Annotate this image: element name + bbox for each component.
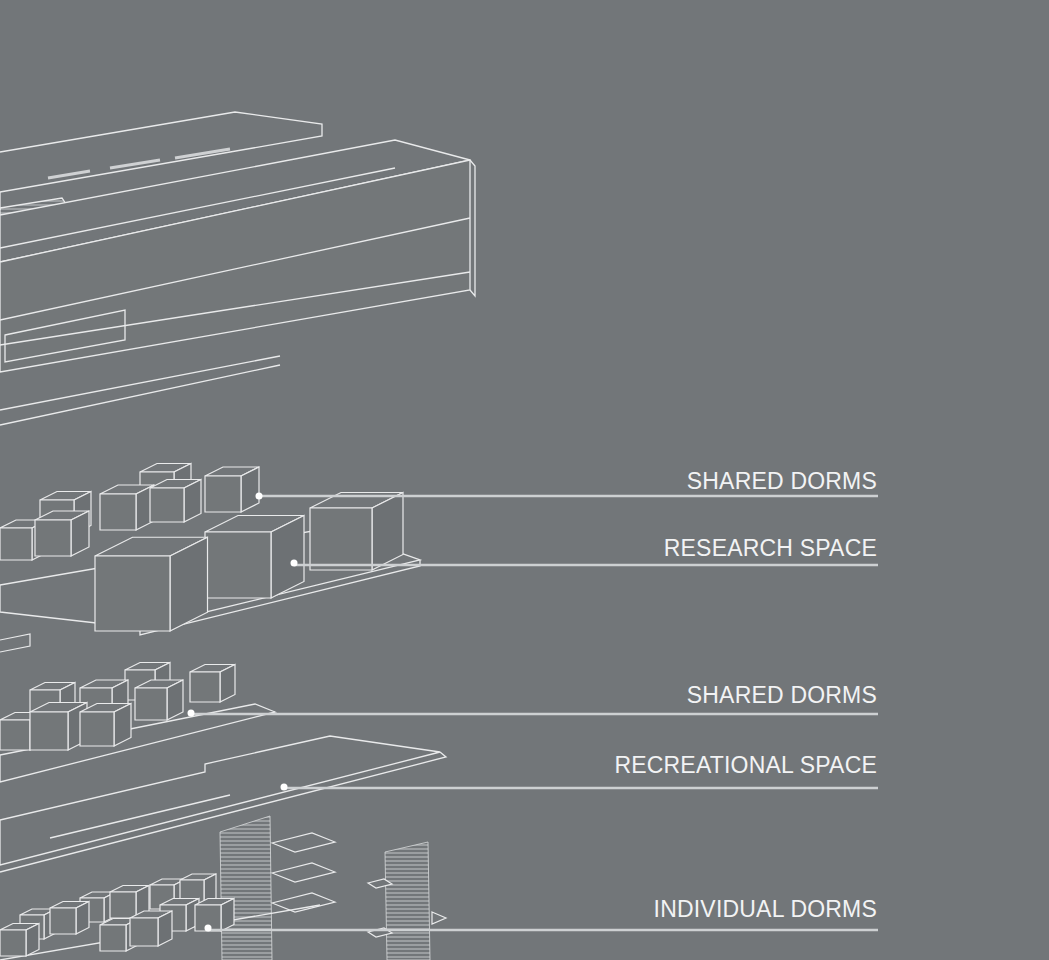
research-floor [100, 485, 154, 530]
research-floor [95, 537, 208, 631]
callout-label: INDIVIDUAL DORMS [654, 898, 877, 921]
individual-dorm-floor [195, 899, 234, 932]
roof-building [470, 160, 475, 296]
roof-building [0, 160, 470, 372]
individual-dorm-floor [368, 879, 446, 937]
individual-dorm-floor [0, 924, 39, 957]
individual-dorm-floor [0, 816, 446, 960]
leader-lines [294, 564, 878, 567]
research-floor [0, 464, 420, 653]
individual-dorm-floor [0, 905, 320, 960]
recreation-floor [50, 795, 230, 838]
research-floor [205, 467, 259, 512]
dorm-floor [190, 665, 235, 703]
individual-dorm-floor [272, 833, 335, 912]
callout-label: RECREATIONAL SPACE [614, 754, 877, 777]
leader-dots [256, 493, 263, 500]
callout-label: RESEARCH SPACE [664, 537, 877, 560]
leader-lines [259, 495, 878, 498]
leader-lines [191, 713, 878, 716]
leader-dots [205, 925, 212, 932]
callout-label: SHARED DORMS [687, 470, 877, 493]
leader-dots [188, 710, 195, 717]
roof-building [48, 149, 230, 178]
roof-building [0, 272, 470, 345]
individual-dorm-floor [220, 816, 272, 960]
research-floor [0, 634, 30, 652]
individual-dorm-floor [50, 902, 89, 935]
roof-building [0, 112, 475, 425]
callout-label: SHARED DORMS [687, 684, 877, 707]
dorm-floor [135, 680, 183, 720]
roof-building [0, 356, 280, 425]
roof-building [0, 218, 470, 320]
research-floor [205, 516, 304, 599]
dorm-floor [30, 703, 87, 751]
leader-dots [291, 560, 298, 567]
research-floor [35, 511, 89, 556]
research-floor [310, 493, 403, 571]
leader-lines [284, 787, 878, 790]
leader-dots [281, 784, 288, 791]
leader-lines [191, 496, 878, 930]
leader-lines [208, 929, 878, 932]
individual-dorm-floor [385, 842, 430, 960]
research-floor [150, 480, 201, 523]
individual-dorm-floor [130, 911, 172, 946]
roof-building [5, 310, 125, 362]
dorm-floor [80, 704, 131, 747]
leader-dots [188, 493, 298, 932]
